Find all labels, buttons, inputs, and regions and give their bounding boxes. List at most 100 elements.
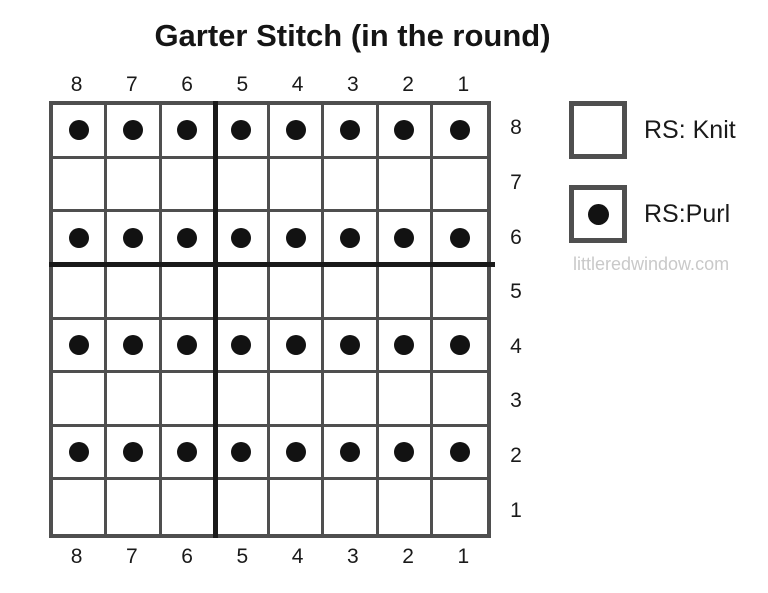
grid-cell-r6-c3 [324, 212, 379, 266]
grid-cell-r6-c4 [270, 212, 325, 266]
grid-cell-r1-c8 [53, 480, 108, 534]
grid-cell-r7-c3 [324, 158, 379, 213]
grid-cell-r2-c6 [161, 426, 216, 481]
grid-cell-r4-c1 [432, 319, 487, 374]
grid-cell-r1-c4 [270, 480, 325, 534]
grid-cell-r7-c6 [161, 158, 216, 213]
watermark: littleredwindow.com [573, 254, 730, 274]
grid-cell-r4-c4 [270, 319, 325, 374]
repeat-divider-vertical [213, 101, 218, 538]
grid-cell-r6-c5 [215, 212, 270, 266]
purl-dot-icon [122, 334, 143, 355]
purl-dot-icon [285, 227, 306, 248]
grid-cell-r7-c5 [215, 158, 270, 213]
row-label-3: 3 [510, 389, 522, 413]
grid-cell-r7-c4 [270, 158, 325, 213]
legend-knit-label: RS: Knit [644, 115, 736, 144]
purl-dot-icon [177, 334, 198, 355]
grid-cell-r8-c4 [270, 105, 325, 159]
purl-dot-icon [339, 120, 360, 141]
purl-dot-icon [177, 227, 198, 248]
page-title: Garter Stitch (in the round) [154, 18, 551, 53]
legend-purl-swatch [569, 185, 627, 243]
legend-knit-swatch [569, 101, 627, 159]
grid-cell-r6-c1 [432, 212, 487, 266]
col-label-top-5: 5 [236, 73, 249, 96]
row-label-2: 2 [510, 444, 522, 468]
grid-cell-r6-c2 [378, 212, 433, 266]
purl-dot-icon [449, 120, 470, 141]
grid-cell-r8-c5 [215, 105, 270, 159]
purl-dot-icon [231, 120, 252, 141]
col-label-bottom-4: 4 [291, 545, 304, 568]
grid-cell-r1-c6 [161, 480, 216, 534]
col-label-bottom-8: 8 [70, 545, 83, 568]
grid-cell-r8-c6 [161, 105, 216, 159]
stitch-grid [49, 101, 491, 538]
grid-cell-r4-c8 [53, 319, 108, 374]
purl-dot-icon [394, 227, 415, 248]
grid-cell-r4-c3 [324, 319, 379, 374]
grid-cell-r3-c8 [53, 373, 108, 427]
purl-dot-icon [231, 442, 252, 463]
grid-cell-r3-c5 [215, 373, 270, 427]
row-label-4: 4 [510, 334, 522, 358]
grid-cell-r5-c8 [53, 265, 108, 320]
legend-purl-label: RS:Purl [644, 199, 731, 228]
grid-cell-r8-c3 [324, 105, 379, 159]
grid-cell-r1-c7 [107, 480, 162, 534]
grid-cell-r2-c4 [270, 426, 325, 481]
grid-cell-r8-c8 [53, 105, 108, 159]
col-label-bottom-3: 3 [347, 545, 359, 568]
col-label-bottom-1: 1 [457, 545, 470, 568]
purl-dot-icon [122, 227, 143, 248]
grid-cell-r4-c2 [378, 319, 433, 374]
col-label-top-7: 7 [126, 73, 138, 96]
col-label-top-8: 8 [70, 73, 83, 96]
purl-dot-icon [177, 442, 198, 463]
grid-cell-r6-c6 [161, 212, 216, 266]
grid-cell-r3-c2 [378, 373, 433, 427]
grid-cell-r3-c6 [161, 373, 216, 427]
grid-cell-r7-c8 [53, 158, 108, 213]
purl-dot-icon [449, 442, 470, 463]
grid-cell-r2-c2 [378, 426, 433, 481]
grid-cell-r5-c4 [270, 265, 325, 320]
grid-cell-r5-c1 [432, 265, 487, 320]
purl-dot-icon [285, 334, 306, 355]
grid-cell-r3-c7 [107, 373, 162, 427]
purl-dot-icon [68, 227, 89, 248]
purl-dot-icon [177, 120, 198, 141]
grid-cell-r2-c5 [215, 426, 270, 481]
grid-cell-r3-c1 [432, 373, 487, 427]
purl-dot-icon [587, 203, 609, 225]
grid-cell-r7-c2 [378, 158, 433, 213]
grid-cell-r5-c7 [107, 265, 162, 320]
grid-cell-r1-c2 [378, 480, 433, 534]
col-label-top-2: 2 [402, 73, 414, 96]
grid-cell-r1-c5 [215, 480, 270, 534]
purl-dot-icon [394, 442, 415, 463]
row-label-1: 1 [510, 498, 522, 522]
row-label-5: 5 [510, 280, 522, 304]
grid-cell-r6-c7 [107, 212, 162, 266]
col-label-top-4: 4 [291, 73, 304, 96]
grid-cell-r8-c7 [107, 105, 162, 159]
grid-cell-r7-c7 [107, 158, 162, 213]
purl-dot-icon [449, 334, 470, 355]
grid-cell-r4-c6 [161, 319, 216, 374]
col-label-bottom-5: 5 [236, 545, 249, 568]
grid-cell-r5-c6 [161, 265, 216, 320]
grid-cell-r2-c1 [432, 426, 487, 481]
col-label-bottom-2: 2 [402, 545, 414, 568]
purl-dot-icon [339, 442, 360, 463]
grid-cell-r1-c1 [432, 480, 487, 534]
purl-dot-icon [394, 120, 415, 141]
purl-dot-icon [122, 120, 143, 141]
grid-cell-r1-c3 [324, 480, 379, 534]
grid-cell-r5-c2 [378, 265, 433, 320]
grid-cell-r3-c4 [270, 373, 325, 427]
